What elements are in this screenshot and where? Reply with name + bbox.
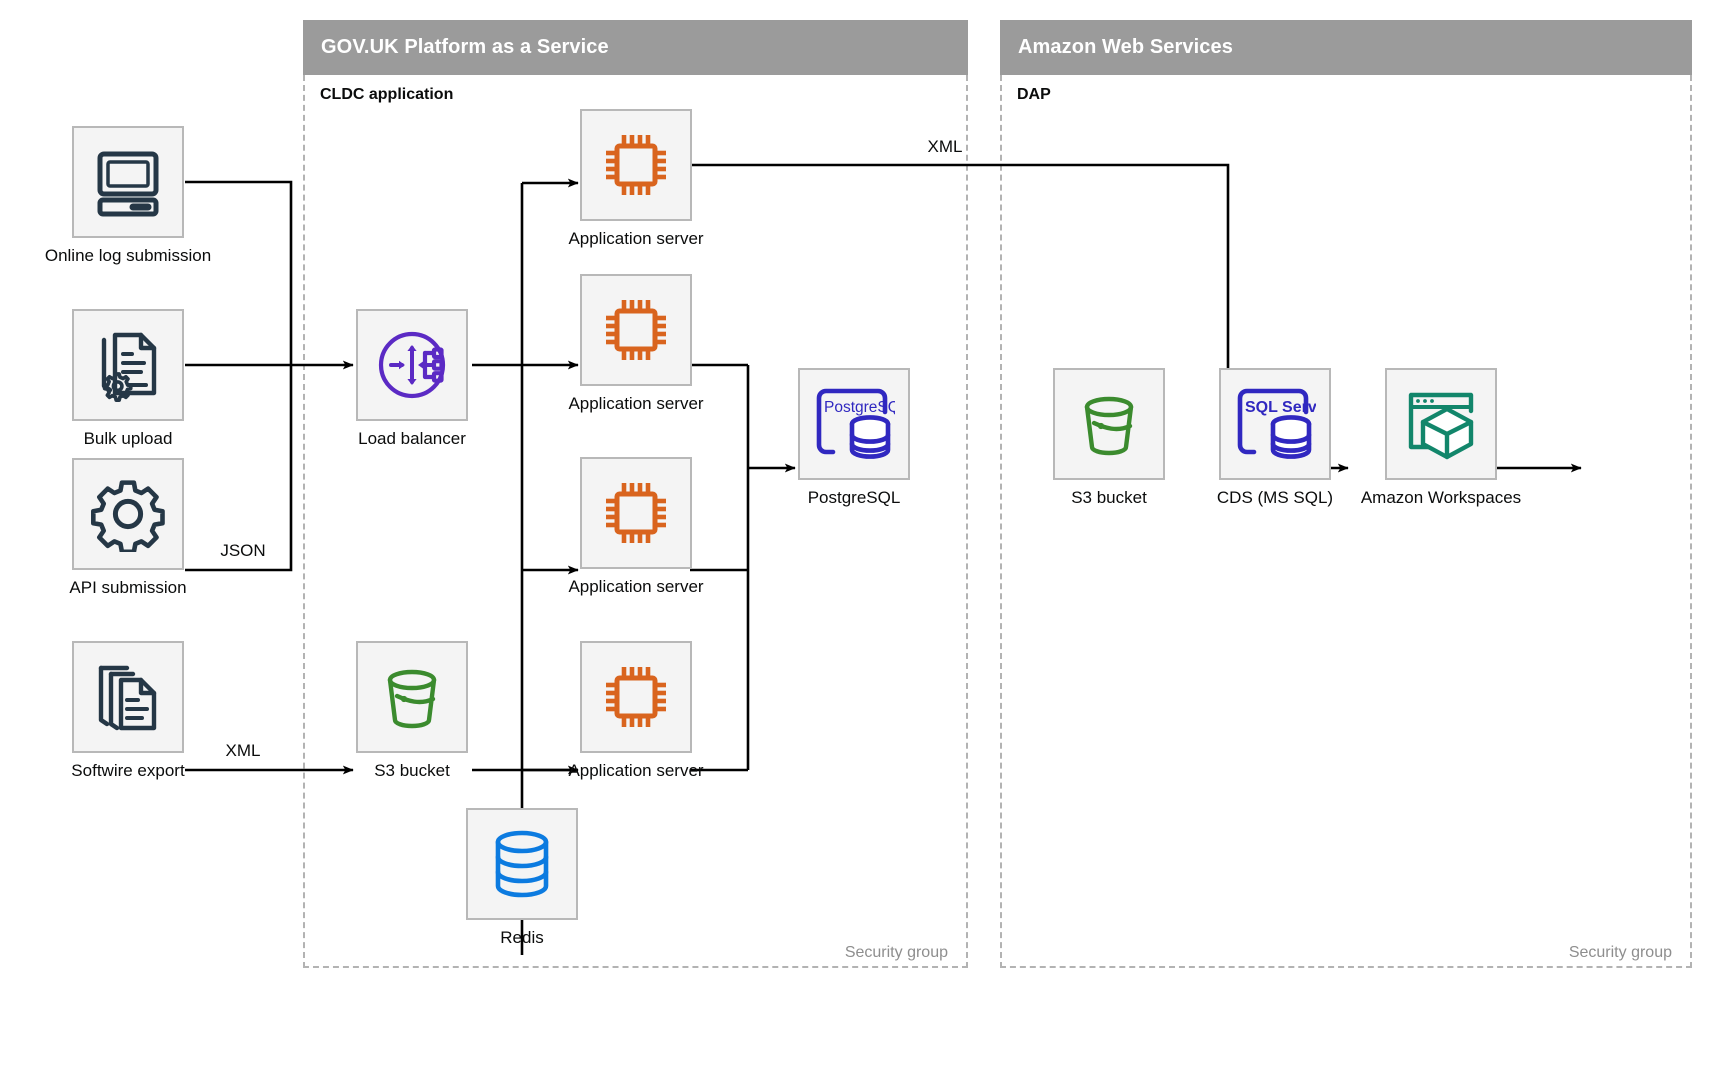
cpu-chip-icon (580, 457, 692, 569)
group-title-aws: Amazon Web Services (1018, 36, 1233, 58)
node-label: Load balancer (358, 429, 466, 448)
edge-online-log-to-bus (185, 180, 293, 365)
node-label: PostgreSQL (807, 488, 901, 507)
node-s3-bucket-paas[interactable]: S3 bucket (356, 641, 468, 780)
node-label: Application server (568, 577, 704, 596)
node-cds-ms-sql[interactable]: SQL Server CDS (MS SQL) (1217, 368, 1333, 507)
group-box-paas (303, 75, 968, 968)
bucket-icon (1053, 368, 1165, 480)
database-icon (466, 808, 578, 920)
group-title-paas: GOV.UK Platform as a Service (321, 36, 609, 58)
node-load-balancer[interactable]: Load balancer (356, 309, 468, 448)
node-online-log-submission[interactable]: Online log submission (45, 126, 211, 265)
documents-stack-icon (72, 641, 184, 753)
node-app-server-1[interactable]: Application server (568, 109, 704, 248)
bucket-icon (356, 641, 468, 753)
sql-server-icon: SQL Server (1219, 368, 1331, 480)
node-app-server-4[interactable]: Application server (568, 641, 704, 780)
node-postgresql[interactable]: PostgreSQL PostgreSQL (798, 368, 910, 507)
node-label: Online log submission (44, 246, 212, 265)
node-label: Application server (568, 229, 704, 248)
node-label: API submission (69, 578, 187, 597)
node-bulk-upload[interactable]: Bulk upload (72, 309, 184, 448)
document-gear-icon (72, 309, 184, 421)
node-label: Redis (500, 928, 544, 947)
edge-label-xml-left: XML (225, 741, 261, 760)
postgresql-icon: PostgreSQL (798, 368, 910, 480)
cpu-chip-icon (580, 641, 692, 753)
node-amazon-workspaces[interactable]: Amazon Workspaces (1361, 368, 1521, 507)
node-label: Bulk upload (83, 429, 173, 448)
node-label: S3 bucket (374, 761, 450, 780)
edge-api-to-bus (185, 366, 293, 572)
gear-icon (72, 458, 184, 570)
desktop-computer-icon (72, 126, 184, 238)
security-group-label-paas: Security group (844, 944, 948, 961)
edge-label-json: JSON (220, 541, 266, 560)
security-group-label-aws: Security group (1568, 944, 1672, 961)
node-api-submission[interactable]: API submission (69, 458, 187, 597)
svg-text:SQL Server: SQL Server (1245, 399, 1316, 416)
group-header-aws: Amazon Web Services (1000, 20, 1692, 75)
edge-label-xml-top: XML (927, 137, 963, 156)
cpu-chip-icon (580, 109, 692, 221)
node-s3-bucket-aws[interactable]: S3 bucket (1053, 368, 1165, 507)
node-label: S3 bucket (1071, 488, 1147, 507)
group-header-paas: GOV.UK Platform as a Service (303, 20, 968, 75)
cpu-chip-icon (580, 274, 692, 386)
load-balancer-icon (356, 309, 468, 421)
svg-text:PostgreSQL: PostgreSQL (824, 399, 895, 416)
node-label: Softwire export (71, 761, 185, 780)
group-box-aws (1000, 75, 1692, 968)
node-label: CDS (MS SQL) (1216, 488, 1334, 507)
workspaces-cube-icon (1385, 368, 1497, 480)
node-app-server-2[interactable]: Application server (568, 274, 704, 413)
group-sublabel-dap: DAP (1017, 86, 1051, 103)
node-redis[interactable]: Redis (466, 808, 578, 947)
group-sublabel-cldc: CLDC application (320, 86, 454, 103)
node-softwire-export[interactable]: Softwire export (71, 641, 185, 780)
node-label: Amazon Workspaces (1360, 488, 1522, 507)
node-app-server-3[interactable]: Application server (568, 457, 704, 596)
node-label: Application server (568, 394, 704, 413)
node-label: Application server (568, 761, 704, 780)
